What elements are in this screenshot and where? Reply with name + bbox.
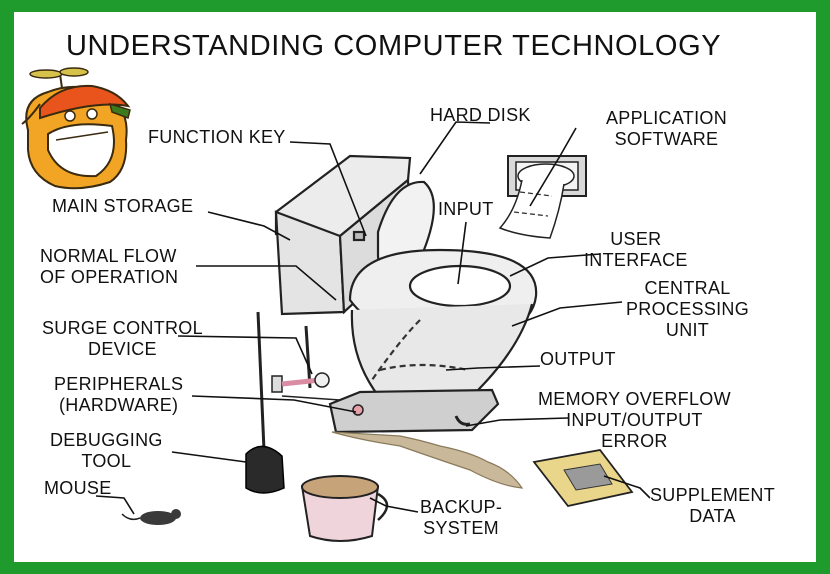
magazine-icon	[532, 449, 634, 508]
label-normal-flow: NORMAL FLOW OF OPERATION	[40, 246, 179, 287]
label-user-interface: USER INTERFACE	[584, 229, 688, 270]
diagram-title: UNDERSTANDING COMPUTER TECHNOLOGY	[66, 30, 722, 62]
label-memory-overflow: MEMORY OVERFLOW INPUT/OUTPUT ERROR	[538, 389, 731, 451]
label-hard-disk: HARD DISK	[430, 105, 531, 125]
label-cpu: CENTRAL PROCESSING UNIT	[626, 278, 750, 340]
label-surge-control: SURGE CONTROL DEVICE	[42, 318, 203, 359]
mascot-icon	[21, 67, 131, 190]
plunger-icon	[245, 311, 285, 494]
toilet-paper-icon	[498, 155, 587, 239]
label-main-storage: MAIN STORAGE	[52, 196, 194, 216]
label-supplement-data: SUPPLEMENT DATA	[650, 485, 776, 526]
label-input: INPUT	[438, 199, 494, 219]
label-debugging-tool: DEBUGGING TOOL	[50, 430, 163, 471]
label-mouse: MOUSE	[44, 478, 112, 498]
leader-lines	[95, 121, 651, 515]
label-function-key: FUNCTION KEY	[148, 127, 286, 147]
label-application-software: APPLICATION SOFTWARE	[606, 108, 727, 149]
toilet-icon	[274, 154, 538, 434]
mouse-icon	[121, 509, 181, 525]
mug-icon	[300, 475, 389, 542]
pipe-icon	[271, 325, 341, 401]
label-output: OUTPUT	[540, 349, 616, 369]
label-backup-system: BACKUP- SYSTEM	[420, 497, 503, 538]
puddle-shape	[331, 431, 524, 489]
label-peripherals: PERIPHERALS (HARDWARE)	[54, 374, 184, 415]
